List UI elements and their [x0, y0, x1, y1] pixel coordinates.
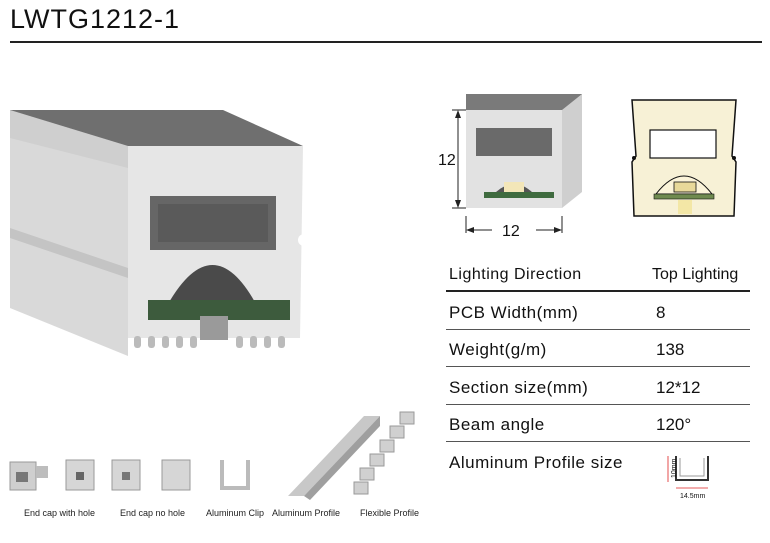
- spec-row: Section size(mm) 12*12: [446, 367, 750, 405]
- lit-cross-section: [631, 99, 737, 217]
- spec-header-row: Lighting Direction Top Lighting: [446, 256, 750, 292]
- profile-width-label: 14.5mm: [680, 493, 705, 500]
- aluminum-profile-size-drawing: 10mm 14.5mm: [667, 456, 709, 500]
- spec-label: Aluminum Profile size: [449, 452, 623, 472]
- title-divider: [10, 41, 762, 43]
- product-3d-render: [10, 110, 308, 356]
- width-dimension-label: 12: [502, 223, 520, 240]
- spec-row: Beam angle 120°: [446, 405, 750, 442]
- spec-label: Section size(mm): [449, 377, 589, 397]
- spec-value: 120°: [656, 415, 692, 434]
- accessory-label-aluminum-clip: Aluminum Clip: [206, 508, 265, 518]
- aluminum-profile-image: [288, 416, 380, 500]
- spec-header-value: Top Lighting: [652, 266, 739, 283]
- spec-row: Weight(g/m) 138: [446, 330, 750, 367]
- spec-label: PCB Width(mm): [449, 302, 579, 322]
- spec-value: 12*12: [656, 377, 701, 397]
- accessory-label-end-cap-no-hole: End cap no hole: [120, 508, 186, 518]
- end-cap-with-hole-front-image: [65, 459, 95, 491]
- aluminum-clip-image: [220, 460, 250, 490]
- end-cap-no-hole-front-image: [161, 459, 191, 491]
- height-dimension-label: 12: [438, 152, 456, 169]
- spec-header-label: Lighting Direction: [449, 266, 582, 283]
- end-cap-with-hole-image: [9, 461, 48, 491]
- accessory-label-aluminum-profile: Aluminum Profile: [272, 508, 341, 518]
- profile-height-label: 10mm: [671, 458, 678, 478]
- flexible-profile-image: [353, 411, 415, 495]
- accessory-label-end-cap-with-hole: End cap with hole: [24, 508, 96, 518]
- accessory-label-flexible-profile: Flexible Profile: [360, 508, 420, 518]
- spec-label: Beam angle: [449, 415, 545, 434]
- spec-label: Weight(g/m): [449, 340, 547, 359]
- end-cap-no-hole-image: [111, 459, 141, 491]
- spec-value: 138: [656, 340, 685, 359]
- spec-row: PCB Width(mm) 8: [446, 292, 750, 330]
- dimension-drawing: 12 12: [438, 94, 582, 240]
- spec-row: Aluminum Profile size: [446, 442, 750, 479]
- product-title: LWTG1212-1: [10, 4, 181, 34]
- spec-value: 8: [656, 302, 666, 322]
- spec-table: Lighting Direction Top Lighting PCB Widt…: [446, 256, 750, 479]
